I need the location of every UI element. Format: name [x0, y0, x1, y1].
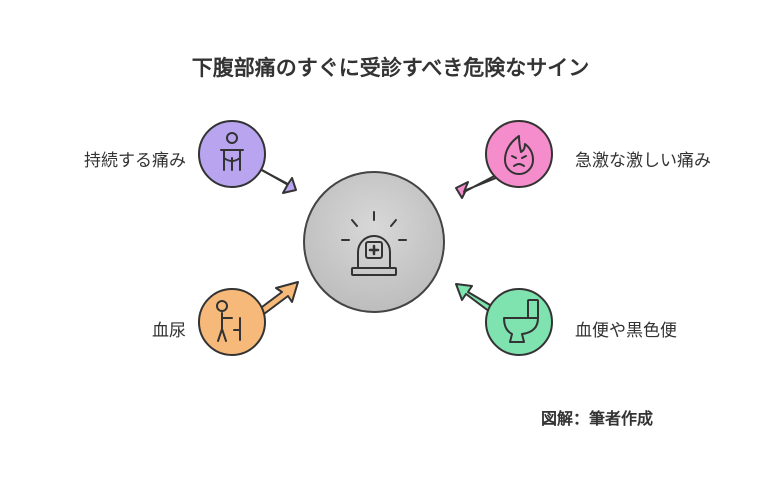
person-holding-abdomen-icon [220, 132, 244, 171]
center-node [303, 171, 445, 313]
diagram-title: 下腹部痛のすぐに受診すべき危険なサイン [191, 56, 590, 80]
emergency-siren-icon [341, 211, 407, 276]
credit-text: 図解：筆者作成 [541, 409, 654, 428]
sign-node-sudden-severe-pain [455, 120, 553, 199]
person-urinating-icon [216, 300, 241, 342]
toilet-icon [503, 299, 539, 343]
label-hematuria: 血尿 [152, 321, 186, 341]
sign-node-hematuria [198, 281, 299, 356]
label-persistent-pain: 持続する痛み [84, 151, 186, 171]
sign-node-bloody-black-stool [455, 283, 553, 356]
label-sudden-severe-pain: 急激な激しい痛み [575, 151, 711, 171]
angry-face-flame-icon [504, 135, 534, 175]
sign-node-persistent-pain [198, 120, 297, 194]
label-bloody-black-stool: 血便や黒色便 [575, 321, 677, 341]
